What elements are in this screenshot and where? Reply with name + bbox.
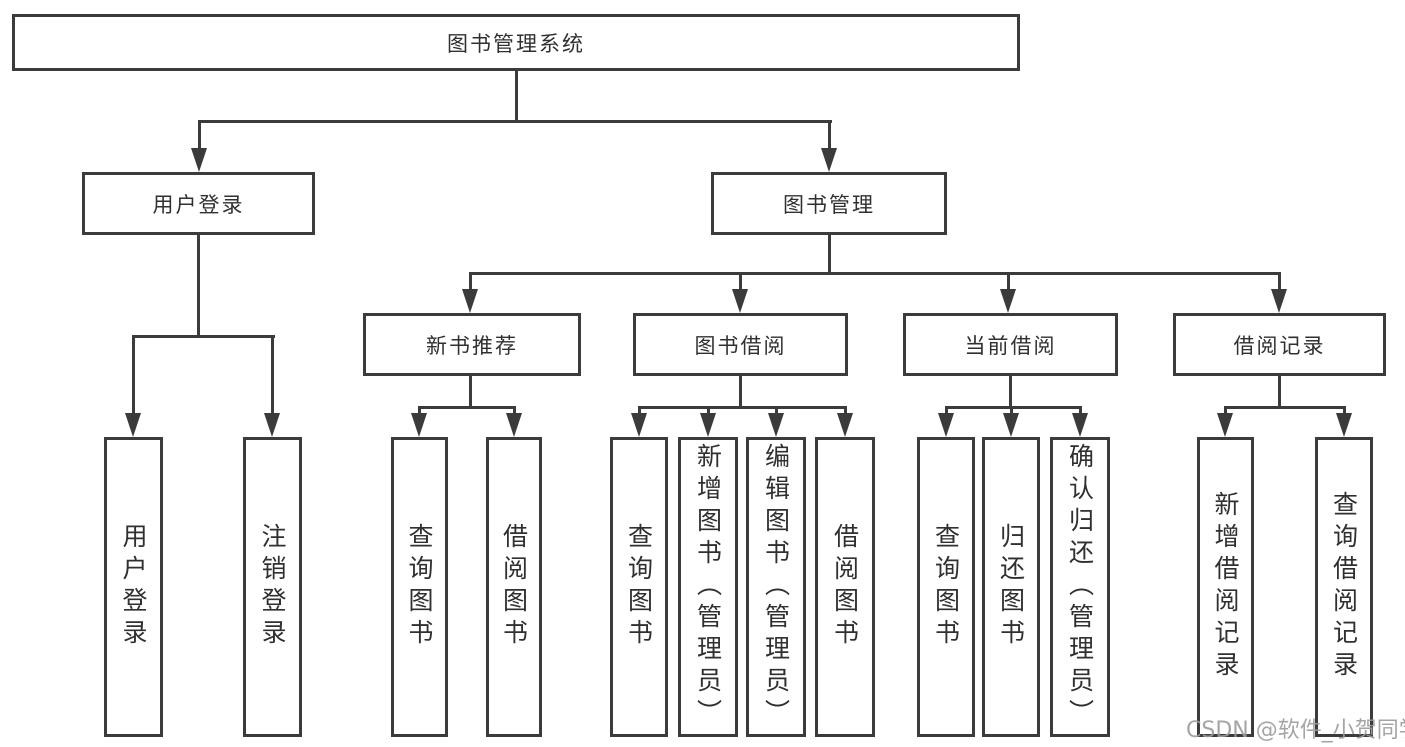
arrowhead-down-icon	[411, 413, 427, 437]
node-library-management-system: 图书管理系统	[12, 14, 1020, 71]
node-label: 用户登录	[152, 192, 245, 217]
node-label: 查询图书	[931, 523, 961, 651]
node-book-borrowing: 图书借阅	[633, 313, 848, 376]
arrowhead-down-icon	[1336, 413, 1352, 437]
leaf-edit-book-admin: 编辑图书（管理员）	[746, 437, 806, 737]
leaf-add-book-admin: 新增图书（管理员）	[678, 437, 738, 737]
connector-leaf-stem	[1079, 406, 1082, 416]
connector-borrow-down	[739, 376, 742, 408]
arrowhead-down-icon	[700, 413, 716, 437]
node-label: 图书管理系统	[447, 31, 585, 56]
node-label: 图书借阅	[694, 333, 787, 358]
node-label: 编辑图书（管理员）	[761, 443, 791, 731]
arrowhead-down-icon	[1072, 413, 1088, 437]
node-book-management: 图书管理	[711, 172, 947, 235]
arrowhead-down-icon	[264, 413, 280, 437]
connector-newbook-down	[469, 376, 472, 408]
node-label: 注销登录	[258, 523, 287, 651]
connector-borrow-rail	[638, 406, 847, 409]
connector-leaf-stem	[513, 406, 516, 416]
connector-mgmt-down	[828, 235, 831, 275]
arrowhead-down-icon	[1000, 289, 1016, 313]
connector-leaf-stem	[132, 335, 135, 415]
leaf-newbook-query-books: 查询图书	[391, 437, 448, 737]
node-label: 图书管理	[783, 192, 875, 217]
connector-login-rail	[132, 335, 275, 338]
arrowhead-down-icon	[1271, 289, 1287, 313]
node-new-book-recommendation: 新书推荐	[363, 313, 581, 376]
node-label: 当前借阅	[964, 333, 1057, 358]
arrowhead-down-icon	[631, 413, 647, 437]
node-label: 借阅图书	[830, 523, 860, 651]
connector-level3-stem	[469, 272, 472, 292]
arrowhead-down-icon	[1003, 413, 1019, 437]
arrowhead-down-icon	[768, 413, 784, 437]
leaf-add-borrow-record: 新增借阅记录	[1197, 437, 1254, 737]
node-label: 查询图书	[405, 523, 434, 651]
arrowhead-down-icon	[125, 413, 141, 437]
arrowhead-down-icon	[938, 413, 954, 437]
node-label: 借阅记录	[1233, 333, 1326, 358]
node-label: 借阅图书	[499, 523, 529, 651]
leaf-query-borrow-record: 查询借阅记录	[1315, 437, 1373, 737]
node-label: 用户登录	[119, 523, 148, 651]
connector-leaf-stem	[1343, 406, 1346, 416]
connector-mgmt-stem	[828, 120, 831, 150]
leaf-borrow-query-books: 查询图书	[610, 437, 668, 737]
arrowhead-down-icon	[462, 289, 478, 313]
node-label: 新书推荐	[426, 333, 518, 358]
connector-leaf-stem	[775, 406, 778, 416]
arrowhead-down-icon	[837, 413, 853, 437]
connector-current-rail	[945, 406, 1082, 409]
node-label: 归还图书	[996, 523, 1026, 651]
leaf-newbook-borrow-books: 借阅图书	[486, 437, 542, 737]
leaf-user-login: 用户登录	[104, 437, 163, 737]
connector-level3-rail	[469, 272, 1281, 275]
connector-level3-stem	[1007, 272, 1010, 292]
connector-leaf-stem	[945, 406, 948, 416]
connector-leaf-stem	[418, 406, 421, 416]
arrowhead-down-icon	[191, 148, 207, 172]
connector-level3-stem	[1278, 272, 1281, 292]
node-user-login: 用户登录	[82, 172, 315, 235]
arrowhead-down-icon	[1217, 413, 1233, 437]
connector-login-down	[197, 235, 200, 338]
connector-leaf-stem	[1224, 406, 1227, 416]
connector-leaf-stem	[707, 406, 710, 416]
leaf-return-book: 归还图书	[982, 437, 1040, 737]
connector-newbook-rail	[418, 406, 516, 409]
leaf-current-query-books: 查询图书	[917, 437, 975, 737]
node-label: 新增借阅记录	[1211, 491, 1240, 683]
connector-records-rail	[1224, 406, 1346, 409]
connector-level3-stem	[739, 272, 742, 292]
node-borrowing-records: 借阅记录	[1173, 313, 1386, 376]
arrowhead-down-icon	[506, 413, 522, 437]
connector-current-down	[1009, 376, 1012, 408]
leaf-logout: 注销登录	[243, 437, 302, 737]
csdn-watermark: CSDN @软件_小贺同学	[1186, 718, 1405, 743]
arrowhead-down-icon	[821, 148, 837, 172]
node-label: 确认归还（管理员）	[1065, 443, 1095, 731]
arrowhead-down-icon	[732, 289, 748, 313]
leaf-borrow-books: 借阅图书	[815, 437, 875, 737]
connector-level2-rail	[198, 120, 832, 123]
connector-root-stem	[515, 69, 518, 122]
connector-leaf-stem	[844, 406, 847, 416]
node-label: 查询借阅记录	[1329, 491, 1359, 683]
node-label: 新增图书（管理员）	[693, 443, 723, 731]
connector-leaf-stem	[271, 335, 274, 415]
node-current-borrowing: 当前借阅	[903, 313, 1118, 376]
connector-records-down	[1278, 376, 1281, 408]
leaf-confirm-return-admin: 确认归还（管理员）	[1050, 437, 1110, 737]
connector-leaf-stem	[638, 406, 641, 416]
connector-leaf-stem	[1010, 406, 1013, 416]
node-label: 查询图书	[624, 523, 654, 651]
connector-login-stem	[198, 120, 201, 150]
